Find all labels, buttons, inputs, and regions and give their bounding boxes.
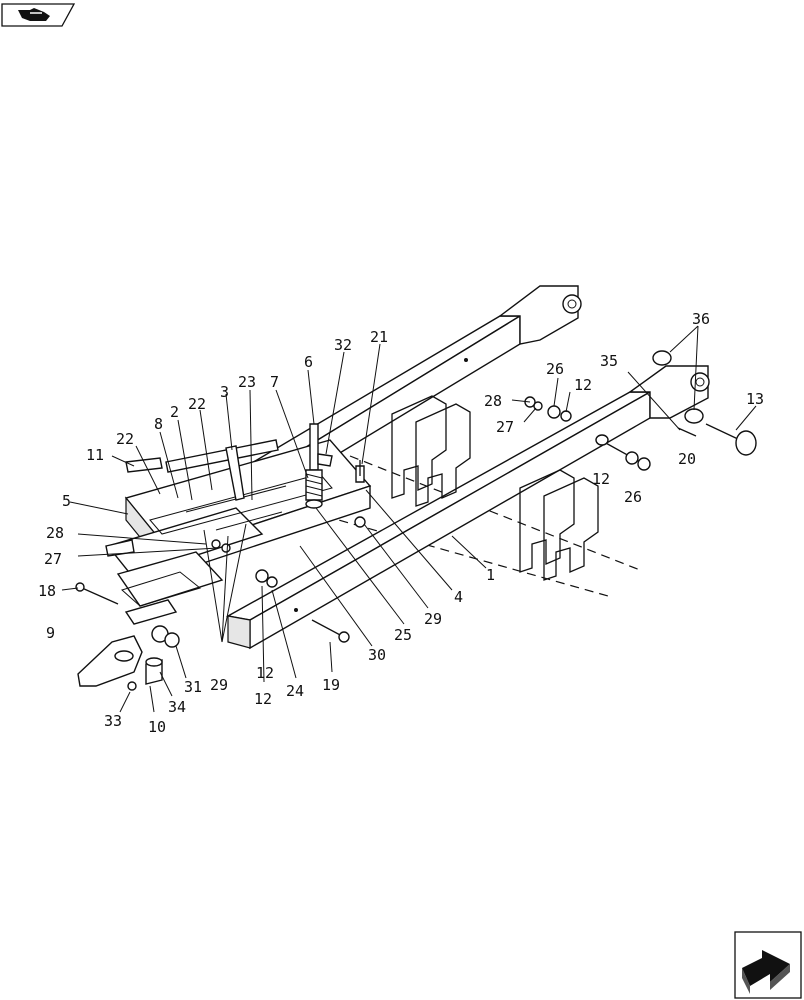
callout-34: 34 [168, 698, 186, 716]
callout-8: 8 [154, 415, 163, 433]
callout-12-b: 12 [592, 470, 610, 488]
callout-22-b: 22 [116, 430, 134, 448]
callout-1: 1 [486, 566, 495, 584]
callout-29-b: 29 [210, 676, 228, 694]
spring-post [305, 423, 365, 509]
callout-5: 5 [62, 492, 71, 510]
callout-3: 3 [220, 383, 229, 401]
callout-22-a: 22 [188, 395, 206, 413]
callout-27-b: 27 [44, 550, 62, 568]
callout-32: 32 [334, 336, 352, 354]
callout-10: 10 [148, 718, 166, 736]
callout-11: 11 [86, 446, 104, 464]
callout-29-a: 29 [424, 610, 442, 628]
callout-12-d: 12 [256, 664, 274, 682]
callout-30: 30 [368, 646, 386, 664]
back-button[interactable] [1, 3, 76, 27]
callout-13: 13 [746, 390, 764, 408]
callout-26-b: 26 [624, 488, 642, 506]
callout-35: 35 [600, 352, 618, 370]
callout-23: 23 [238, 373, 256, 391]
hardware [75, 350, 757, 643]
callout-26-a: 26 [546, 360, 564, 378]
callout-36: 36 [692, 310, 710, 328]
callout-21: 21 [370, 328, 388, 346]
callout-4: 4 [454, 588, 463, 606]
callout-19: 19 [322, 676, 340, 694]
callout-6: 6 [304, 353, 313, 371]
callout-24: 24 [286, 682, 304, 700]
forward-button[interactable] [734, 931, 802, 999]
arrow-right-box-icon [742, 950, 790, 994]
near-rail [225, 365, 710, 650]
centerlines [295, 455, 641, 597]
callout-labels: 1 2 3 4 5 6 7 8 9 10 11 12 12 12 12 13 1… [38, 310, 764, 736]
callout-28-a: 28 [484, 392, 502, 410]
callout-12-c: 12 [254, 690, 272, 708]
callout-33: 33 [104, 712, 122, 730]
callout-12-a: 12 [574, 376, 592, 394]
callout-7: 7 [270, 373, 279, 391]
hand-pointing-left-icon [18, 8, 50, 21]
callout-9: 9 [46, 624, 55, 642]
callout-25: 25 [394, 626, 412, 644]
callout-31: 31 [184, 678, 202, 696]
support-brackets [391, 395, 599, 581]
leader-lines [61, 325, 757, 713]
callout-18: 18 [38, 582, 56, 600]
callout-20: 20 [678, 450, 696, 468]
callout-28-b: 28 [46, 524, 64, 542]
callout-2: 2 [170, 403, 179, 421]
callout-27-a: 27 [496, 418, 514, 436]
hitch-eye [77, 599, 180, 691]
